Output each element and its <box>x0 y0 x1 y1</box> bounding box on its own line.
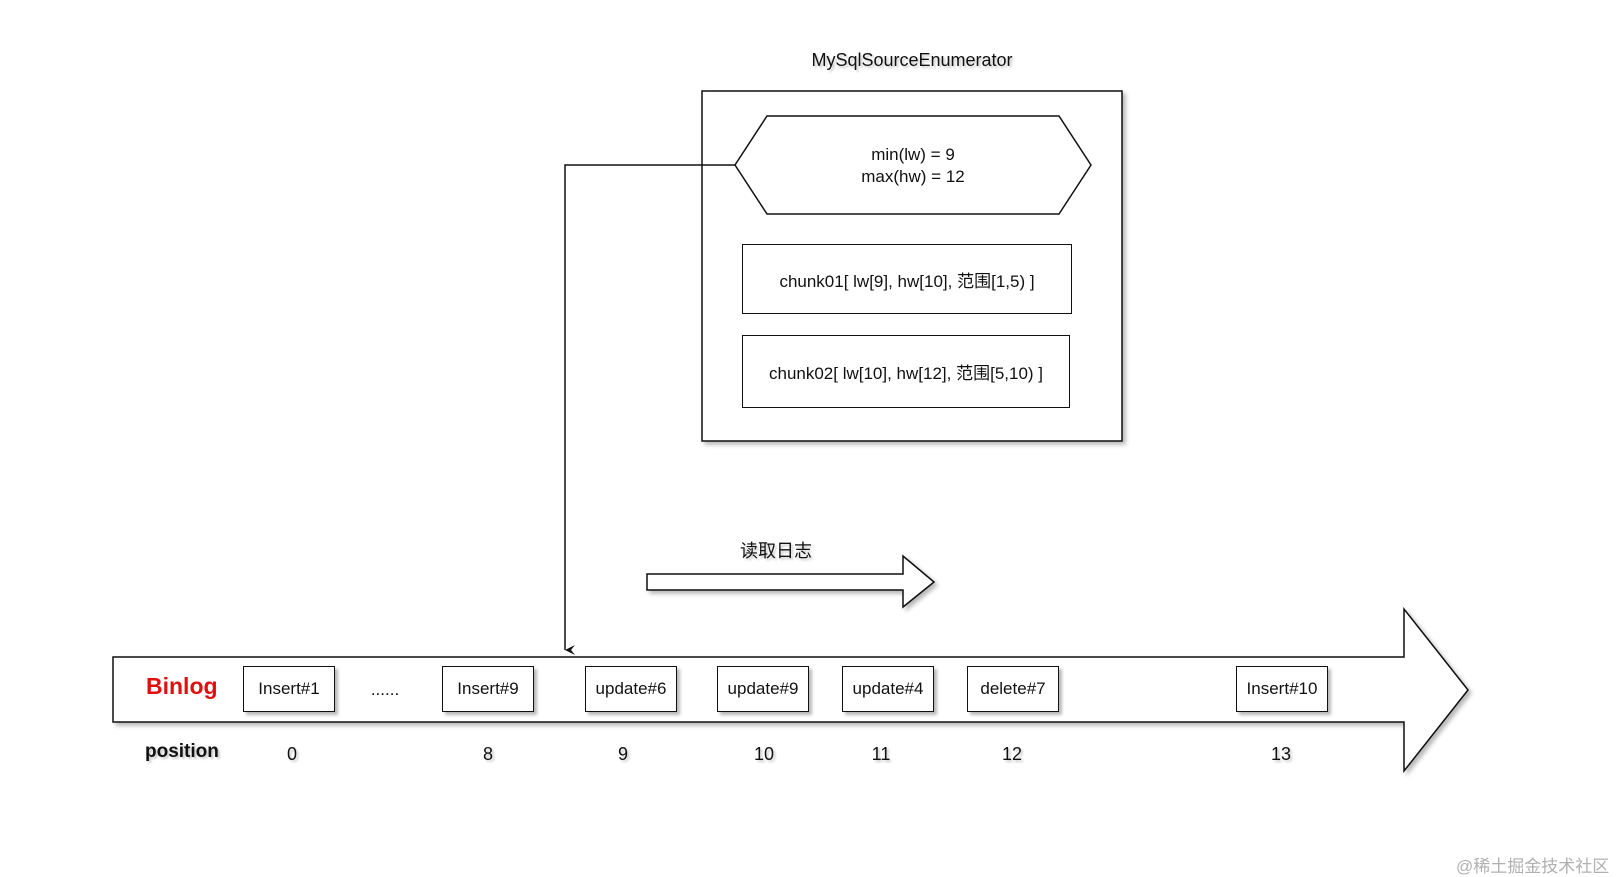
position-value: 10 <box>753 744 775 764</box>
enumerator-title: MySqlSourceEnumerator <box>811 50 1013 70</box>
position-value: 0 <box>286 744 298 764</box>
binlog-event-update-9: update#9 <box>717 666 809 712</box>
binlog-event-update-4: update#4 <box>842 666 934 712</box>
position-value: 11 <box>871 744 891 764</box>
watermark-hexagon <box>734 115 1092 215</box>
chunk-box-01: chunk01[ lw[9], hw[10], 范围[1,5) ] <box>742 244 1072 314</box>
binlog-event-insert-10: Insert#10 <box>1236 666 1328 712</box>
binlog-event-update-6: update#6 <box>585 666 677 712</box>
watermark-max: max(hw) = 12 <box>861 167 965 186</box>
position-value: 9 <box>617 744 629 764</box>
binlog-event-delete-7: delete#7 <box>967 666 1059 712</box>
position-value: 8 <box>482 744 494 764</box>
chunk-box-02: chunk02[ lw[10], hw[12], 范围[5,10) ] <box>742 335 1070 408</box>
position-value: 12 <box>1001 744 1023 764</box>
binlog-event-insert-9: Insert#9 <box>442 666 534 712</box>
binlog-event-ellipsis: ...... <box>370 680 400 699</box>
footer-credit: @稀土掘金技术社区 <box>1456 857 1610 876</box>
read-log-arrow <box>646 554 936 609</box>
watermark-min: min(lw) = 9 <box>871 145 955 164</box>
binlog-event-insert-1: Insert#1 <box>243 666 335 712</box>
watermark-connector-arrow <box>564 164 735 655</box>
binlog-label: Binlog <box>146 673 218 699</box>
position-label: position <box>145 741 219 762</box>
position-value: 13 <box>1270 744 1292 764</box>
read-log-label: 读取日志 <box>740 541 812 561</box>
